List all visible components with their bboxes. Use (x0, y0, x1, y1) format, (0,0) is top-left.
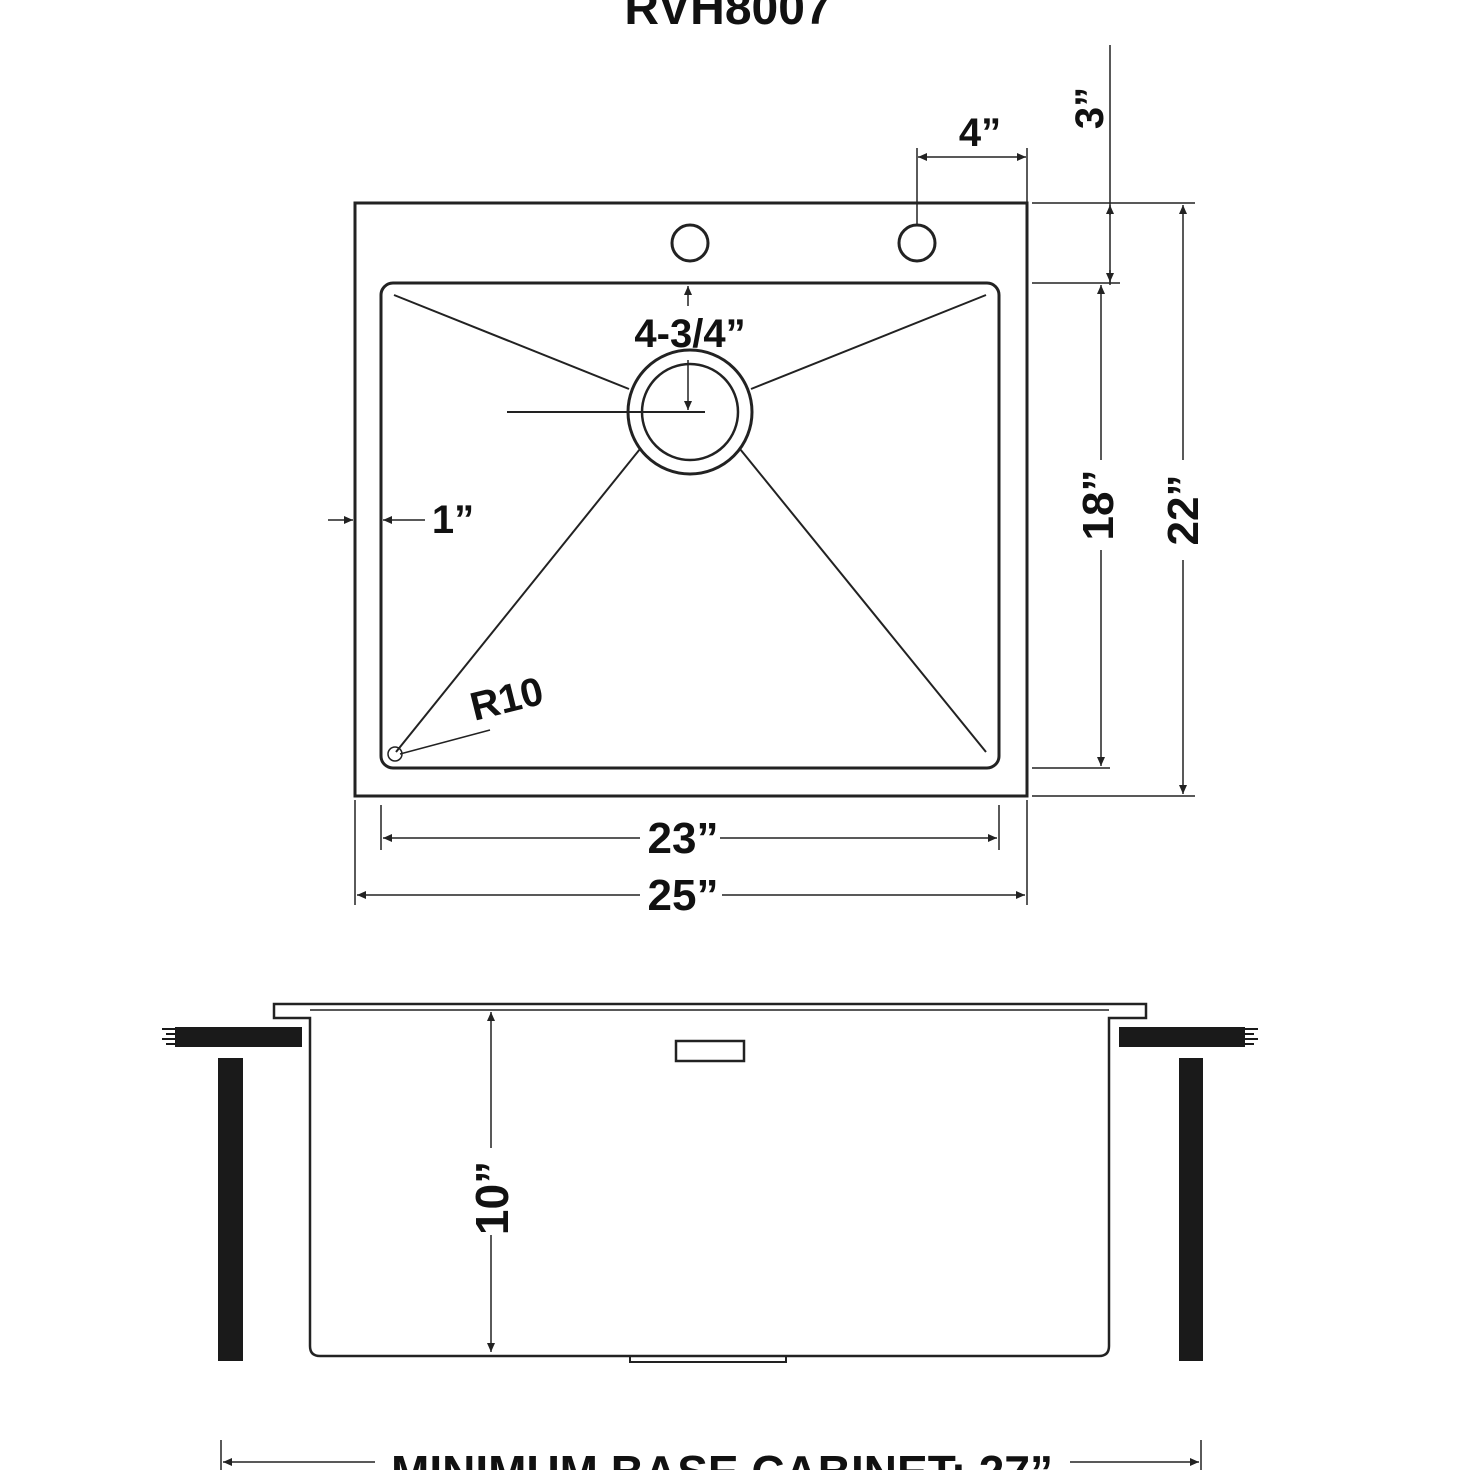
countertop-left (175, 1027, 302, 1047)
drain-offset-label: 4-3/4” (634, 312, 745, 356)
cabinet-wall-left (218, 1058, 243, 1361)
top-view: 4-3/4” 4” 3” 18” 22” 1” R10 (328, 45, 1208, 920)
inner-width-label: 23” (648, 814, 719, 863)
bowl-depth-label: 10” (466, 1161, 518, 1235)
cabinet-wall-right (1179, 1058, 1203, 1361)
sink-bowl-outline (379, 281, 1001, 770)
countertop-left-break (162, 1028, 178, 1045)
sink-side-profile (272, 1002, 1148, 1358)
outer-depth-label: 22” (1159, 475, 1208, 546)
model-title: RVH8007 (624, 0, 831, 35)
countertop-right-break (1242, 1028, 1258, 1045)
outer-width-label: 25” (648, 871, 719, 920)
faucet-hole-left (670, 223, 710, 263)
overflow-slot (674, 1039, 746, 1063)
sink-outer-outline (353, 201, 1029, 798)
corner-radius-marker (387, 746, 403, 762)
deck-depth-label: 3” (1068, 87, 1112, 129)
faucet-hole-right (897, 223, 937, 263)
faucet-spacing-label: 4” (959, 111, 1001, 155)
countertop-right (1119, 1027, 1245, 1047)
cabinet-label: MINIMUM BASE CABINET: 27” (391, 1446, 1053, 1470)
rim-width-label: 1” (432, 498, 474, 542)
inner-depth-label: 18” (1074, 470, 1123, 541)
corner-radius-label: R10 (466, 669, 548, 729)
bowl-slope-lines (393, 294, 987, 753)
drain-bottom (629, 1355, 787, 1363)
side-view: 10” MINIMUM BASE CABINET: 27” (162, 1002, 1258, 1470)
corner-radius-leader (399, 729, 491, 755)
